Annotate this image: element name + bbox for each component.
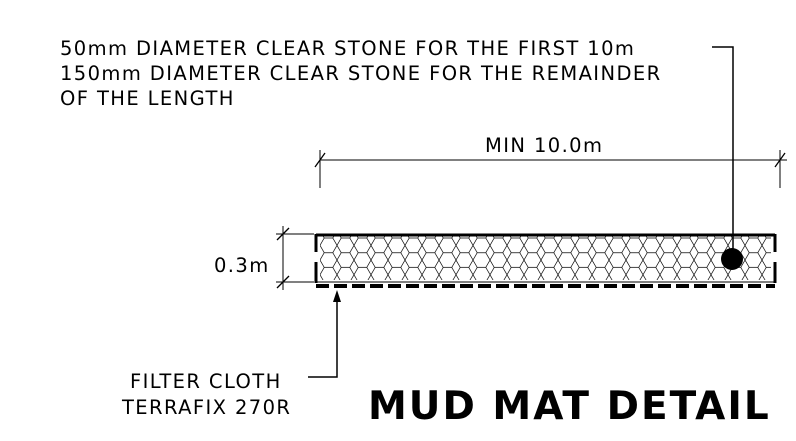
depth-dimension-label: 0.3m [214, 254, 270, 277]
filter-cloth-label-line-2: TERRAFIX 270R [121, 396, 291, 419]
stone-note-line-2: 150mm DIAMETER CLEAR STONE FOR THE REMAI… [60, 62, 662, 85]
stone-note-line-1: 50mm DIAMETER CLEAR STONE FOR THE FIRST … [60, 37, 635, 60]
filter-cloth-arrowhead [333, 290, 341, 302]
length-dimension-label: MIN 10.0m [485, 134, 603, 157]
stone-leader-line [712, 46, 734, 256]
depth-tick-bottom [276, 275, 290, 289]
stone-fill-hatch [320, 236, 771, 280]
filter-cloth-leader-line [308, 298, 338, 378]
stone-note-line-3: OF THE LENGTH [60, 87, 235, 110]
stone-marker-dot [721, 248, 743, 270]
drawing-title: MUD MAT DETAIL [368, 384, 771, 429]
length-tick-right [774, 152, 786, 168]
length-tick-left [314, 152, 326, 168]
mud-mat-section [314, 233, 777, 288]
depth-tick-top [276, 227, 290, 241]
filter-cloth-label-line-1: FILTER CLOTH [130, 370, 282, 393]
